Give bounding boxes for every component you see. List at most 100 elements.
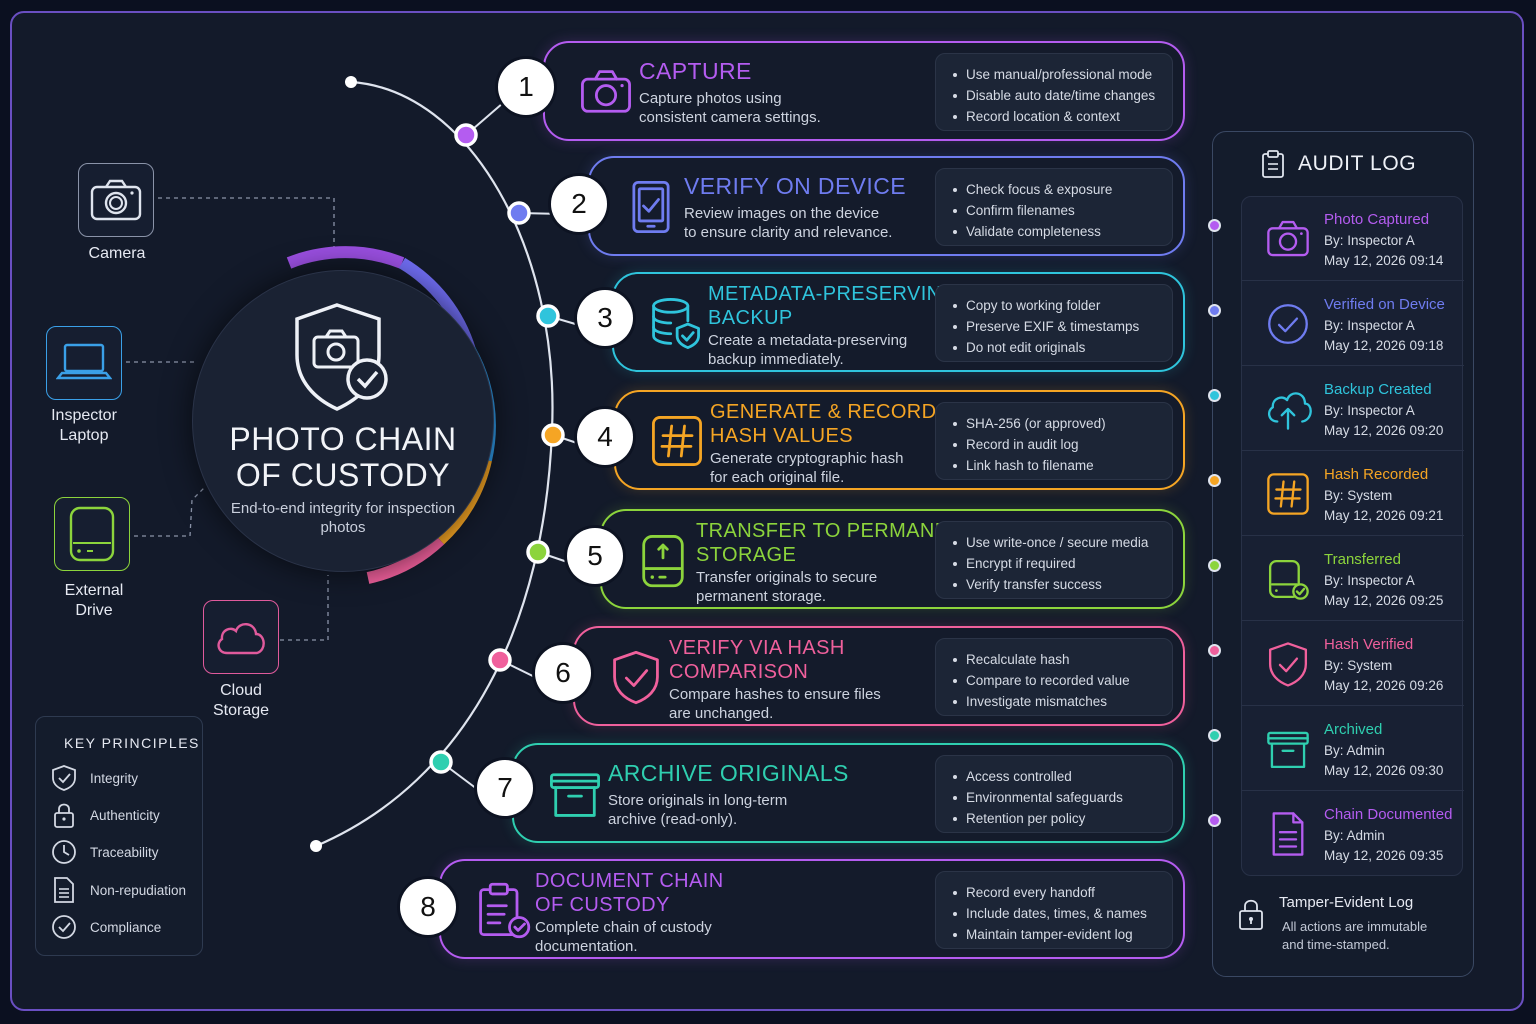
step-bullet: Recalculate hash xyxy=(953,649,1130,670)
step-number-6: 6 xyxy=(535,645,591,701)
drive-check-icon xyxy=(1268,559,1309,600)
audit-timeline-dot xyxy=(1208,644,1221,657)
arc-end-dot xyxy=(310,840,322,852)
step-bullet: Environmental safeguards xyxy=(953,787,1123,808)
hub-circle: PHOTO CHAIN OF CUSTODY End-to-end integr… xyxy=(192,270,494,572)
shield-camera-icon xyxy=(295,303,388,411)
shield-check-icon xyxy=(613,650,659,705)
hub-title: PHOTO CHAIN OF CUSTODY xyxy=(229,421,457,493)
step-bullet: Check focus & exposure xyxy=(952,179,1112,200)
step-number-1: 1 xyxy=(498,59,554,115)
audit-entry-by: By: Inspector A xyxy=(1324,318,1415,333)
step-bullet: Use write-once / secure media xyxy=(952,532,1148,553)
step-icon xyxy=(467,875,537,945)
timeline-dot xyxy=(429,750,453,774)
audit-entry-icon xyxy=(1262,383,1314,435)
camera-icon xyxy=(90,179,142,221)
drive-icon xyxy=(642,535,684,588)
step-icon xyxy=(616,172,686,242)
step-title: TRANSFER TO PERMANENT STORAGE xyxy=(696,520,976,566)
audit-entry-name: Transferred xyxy=(1324,551,1401,568)
audit-entry-icon xyxy=(1262,553,1314,605)
audit-entry-name: Hash Verified xyxy=(1324,636,1414,653)
step-number-3: 3 xyxy=(577,290,633,346)
check-circle-icon xyxy=(1268,304,1308,344)
audit-entry-name: Verified on Device xyxy=(1324,296,1445,313)
step-description: Generate cryptographic hash for each ori… xyxy=(710,450,904,486)
step-bullet: Access controlled xyxy=(953,766,1123,787)
principle-label: Traceability xyxy=(90,844,159,860)
document-icon xyxy=(1272,812,1304,856)
step-bullet: Retention per policy xyxy=(953,808,1123,829)
document-icon xyxy=(50,876,78,904)
hub-subtitle: End-to-end integrity for inspection phot… xyxy=(230,500,456,536)
step-bullet: Include dates, times, & names xyxy=(953,903,1147,924)
audit-entry-name: Photo Captured xyxy=(1324,211,1430,228)
audit-entry-name: Backup Created xyxy=(1324,381,1432,398)
step-icon xyxy=(628,525,698,595)
timeline-dot xyxy=(454,123,478,147)
principle-item: Non-repudiation xyxy=(50,876,186,904)
step-bullet: SHA-256 (or approved) xyxy=(953,413,1106,434)
step-description: Complete chain of custody documentation. xyxy=(535,919,712,955)
step-bullet: Confirm filenames xyxy=(952,200,1112,221)
connector-cloud xyxy=(280,575,329,641)
step-bullet: Verify transfer success xyxy=(952,574,1148,595)
cloud-icon xyxy=(217,623,265,655)
step-bullet: Do not edit originals xyxy=(952,337,1139,358)
arc-start-dot xyxy=(345,76,357,88)
principle-label: Non-repudiation xyxy=(90,882,187,898)
step-bullets: SHA-256 (or approved)Record in audit log… xyxy=(935,402,1173,480)
step-bullet: Investigate mismatches xyxy=(953,691,1130,712)
principle-label: Authenticity xyxy=(90,807,160,823)
step-title: METADATA-PRESERVING BACKUP xyxy=(708,283,958,329)
audit-entry-icon xyxy=(1262,298,1314,350)
audit-entry-time: May 12, 2026 09:25 xyxy=(1324,593,1444,608)
audit-timeline-dot xyxy=(1208,389,1221,402)
lock-icon xyxy=(50,801,78,829)
audit-entry-time: May 12, 2026 09:26 xyxy=(1324,678,1444,693)
tamper-title: Tamper-Evident Log xyxy=(1279,894,1414,911)
step-bullet: Maintain tamper-evident log xyxy=(953,924,1147,945)
step-icon xyxy=(601,642,671,712)
step-title: GENERATE & RECORD HASH VALUES xyxy=(710,401,937,447)
step-title: DOCUMENT CHAIN OF CUSTODY xyxy=(535,870,724,916)
principle-label: Integrity xyxy=(90,770,139,786)
device-laptop xyxy=(46,326,122,400)
audit-entry-icon xyxy=(1262,808,1314,860)
laptop-icon xyxy=(56,343,112,380)
shield-check-icon xyxy=(50,764,78,792)
device-camera xyxy=(78,163,154,237)
device-drive xyxy=(54,497,130,571)
step-bullet: Record in audit log xyxy=(953,434,1106,455)
step-bullet: Preserve EXIF & timestamps xyxy=(952,316,1139,337)
audit-entry-by: By: Inspector A xyxy=(1324,233,1415,248)
audit-timeline-dot xyxy=(1208,219,1221,232)
step-number-8: 8 xyxy=(400,879,456,935)
tamper-evident-note: Tamper-Evident Log All actions are immut… xyxy=(1213,878,1475,976)
step-bullet: Record location & context xyxy=(952,106,1155,127)
audit-entry-name: Chain Documented xyxy=(1324,806,1453,823)
tamper-text: All actions are immutable and time-stamp… xyxy=(1282,919,1428,952)
step-bullet: Validate completeness xyxy=(952,221,1112,242)
audit-entry-icon xyxy=(1262,468,1314,520)
tablet-check-icon xyxy=(632,180,670,234)
principle-item: Authenticity xyxy=(50,801,160,829)
audit-timeline-dot xyxy=(1208,559,1221,572)
step-description: Store originals in long-term archive (re… xyxy=(608,792,788,828)
principle-item: Integrity xyxy=(50,764,138,792)
timeline-dot xyxy=(488,648,512,672)
